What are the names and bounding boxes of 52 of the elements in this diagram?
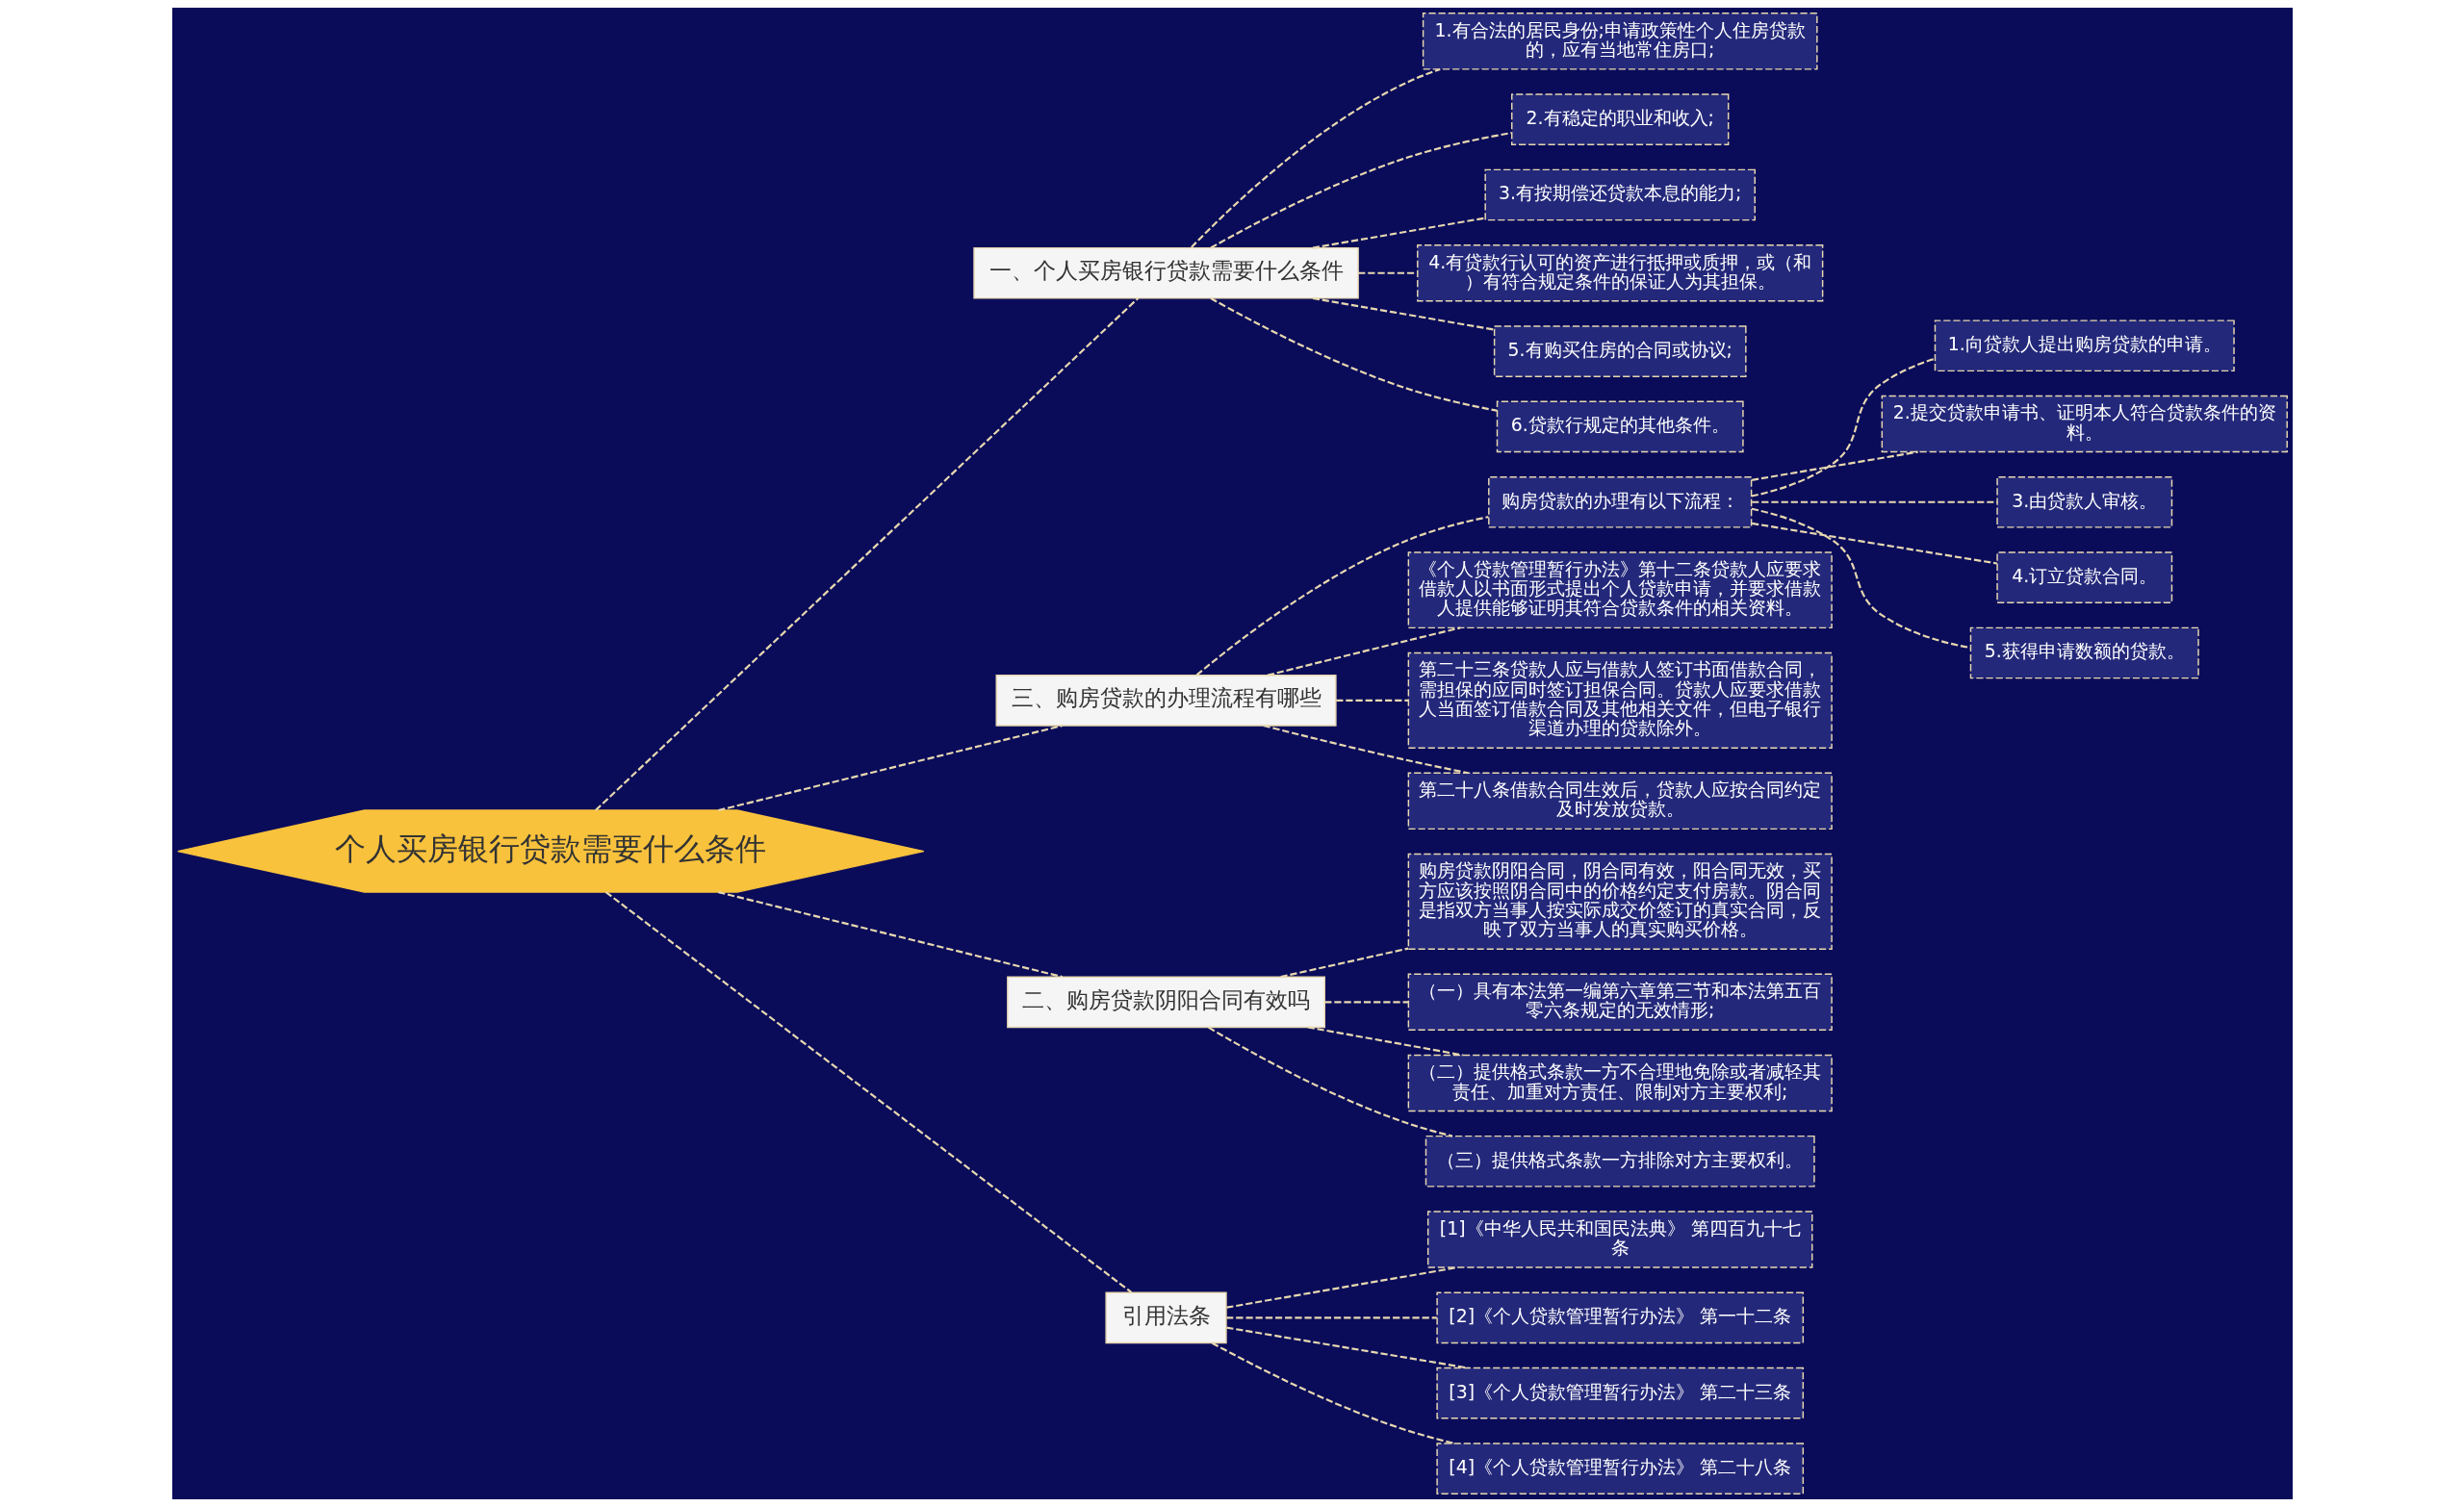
connector [1207, 1026, 1452, 1137]
node-box: （三）提供格式条款一方排除对方主要权利。 [1424, 1135, 1815, 1188]
node-box: 第二十八条借款合同生效后，贷款人应按合同约定及时发放贷款。 [1407, 772, 1833, 830]
node-box: 3.由贷款人审核。 [1995, 475, 2172, 528]
connector [1335, 699, 1408, 702]
node-box: 一、个人买房银行贷款需要什么条件 [972, 246, 1359, 299]
node-box: 5.有购买住房的合同或协议; [1493, 325, 1747, 377]
connector [717, 891, 1063, 979]
connector [1751, 450, 1918, 481]
connector [604, 891, 1132, 1293]
node-box: 二、购房贷款阴阳合同有效吗 [1006, 976, 1325, 1029]
node-box: [1]《中华人民共和国民法典》 第四百九十七条 [1426, 1211, 1812, 1268]
node-box: 4.订立贷款合同。 [1995, 551, 2172, 603]
connector [1225, 1326, 1468, 1369]
node-box: 5.获得申请数额的贷款。 [1969, 626, 2199, 679]
connector [1357, 271, 1418, 274]
node-box: [3]《个人贷款管理暂行办法》 第二十三条 [1435, 1367, 1804, 1419]
connector [1262, 724, 1468, 775]
node-box: 第二十三条贷款人应与借款人签订书面借款合同，需担保的应同时签订担保合同。贷款人应要求借款人当面签订借款合同及其他相关文件，但电子银行渠道办理的贷款除外。 [1407, 651, 1833, 749]
connector [1210, 297, 1497, 412]
node-box: 《个人贷款管理暂行办法》第十二条贷款人应要求借款人以书面形式提出个人贷款申请，并要求借款人提供能够证明其符合贷款条件的相关资料。 [1407, 551, 1833, 629]
node-box: 6.贷款行规定的其他条件。 [1496, 400, 1744, 453]
connector [1210, 132, 1512, 249]
connector [1312, 296, 1495, 331]
connector [594, 297, 1139, 811]
connector [1211, 1341, 1454, 1444]
node-box: 4.有贷款行认可的资产进行抵押或质押，或（和）有符合规定条件的保证人为其担保。 [1416, 244, 1823, 302]
connector [1225, 1266, 1457, 1309]
node-box: 2.有稳定的职业和收入; [1510, 93, 1729, 145]
connector [1279, 947, 1408, 979]
node-box: 3.有按期偿还贷款本息的能力; [1483, 168, 1756, 221]
connector [717, 724, 1063, 812]
node-box: 1.有合法的居民身份;申请政策性个人住房贷款的，应有当地常住房口; [1422, 13, 1818, 70]
connector [1195, 516, 1489, 677]
node-box: 引用法条 [1104, 1291, 1227, 1344]
connector [1312, 217, 1485, 249]
node-box: [4]《个人贷款管理暂行办法》 第二十八条 [1435, 1443, 1804, 1494]
connector [1751, 507, 1971, 650]
node-box: 购房贷款阴阳合同，阴合同有效，阳合同无效，买方应该按照阴合同中的价格约定支付房款。阴合同是指双方当事人按实际成交价签订的真实合同，反映了双方当事人的真实购买价格。 [1407, 853, 1833, 950]
connector [1751, 522, 1997, 565]
node-box: 三、购房贷款的办理流程有哪些 [995, 675, 1337, 727]
node-box: （一）具有本法第一编第六章第三节和本法第五百零六条规定的无效情形; [1407, 973, 1833, 1032]
connector [1323, 1001, 1408, 1004]
connector [1750, 357, 1935, 498]
connector [1190, 68, 1441, 248]
connector [1225, 1316, 1437, 1319]
node-box: （二）提供格式条款一方不合理地免除或者减轻其责任、加重对方责任、限制对方主要权利; [1407, 1054, 1833, 1112]
node-box: 2.提交贷款申请书、证明本人符合贷款条件的资料。 [1881, 395, 2288, 453]
node-box: 1.向贷款人提出购房贷款的申请。 [1934, 319, 2235, 372]
connector [1751, 500, 1997, 503]
node-box: [2]《个人贷款管理暂行办法》 第一十二条 [1435, 1291, 1804, 1344]
node-box: 购房贷款的办理有以下流程： [1487, 475, 1752, 528]
